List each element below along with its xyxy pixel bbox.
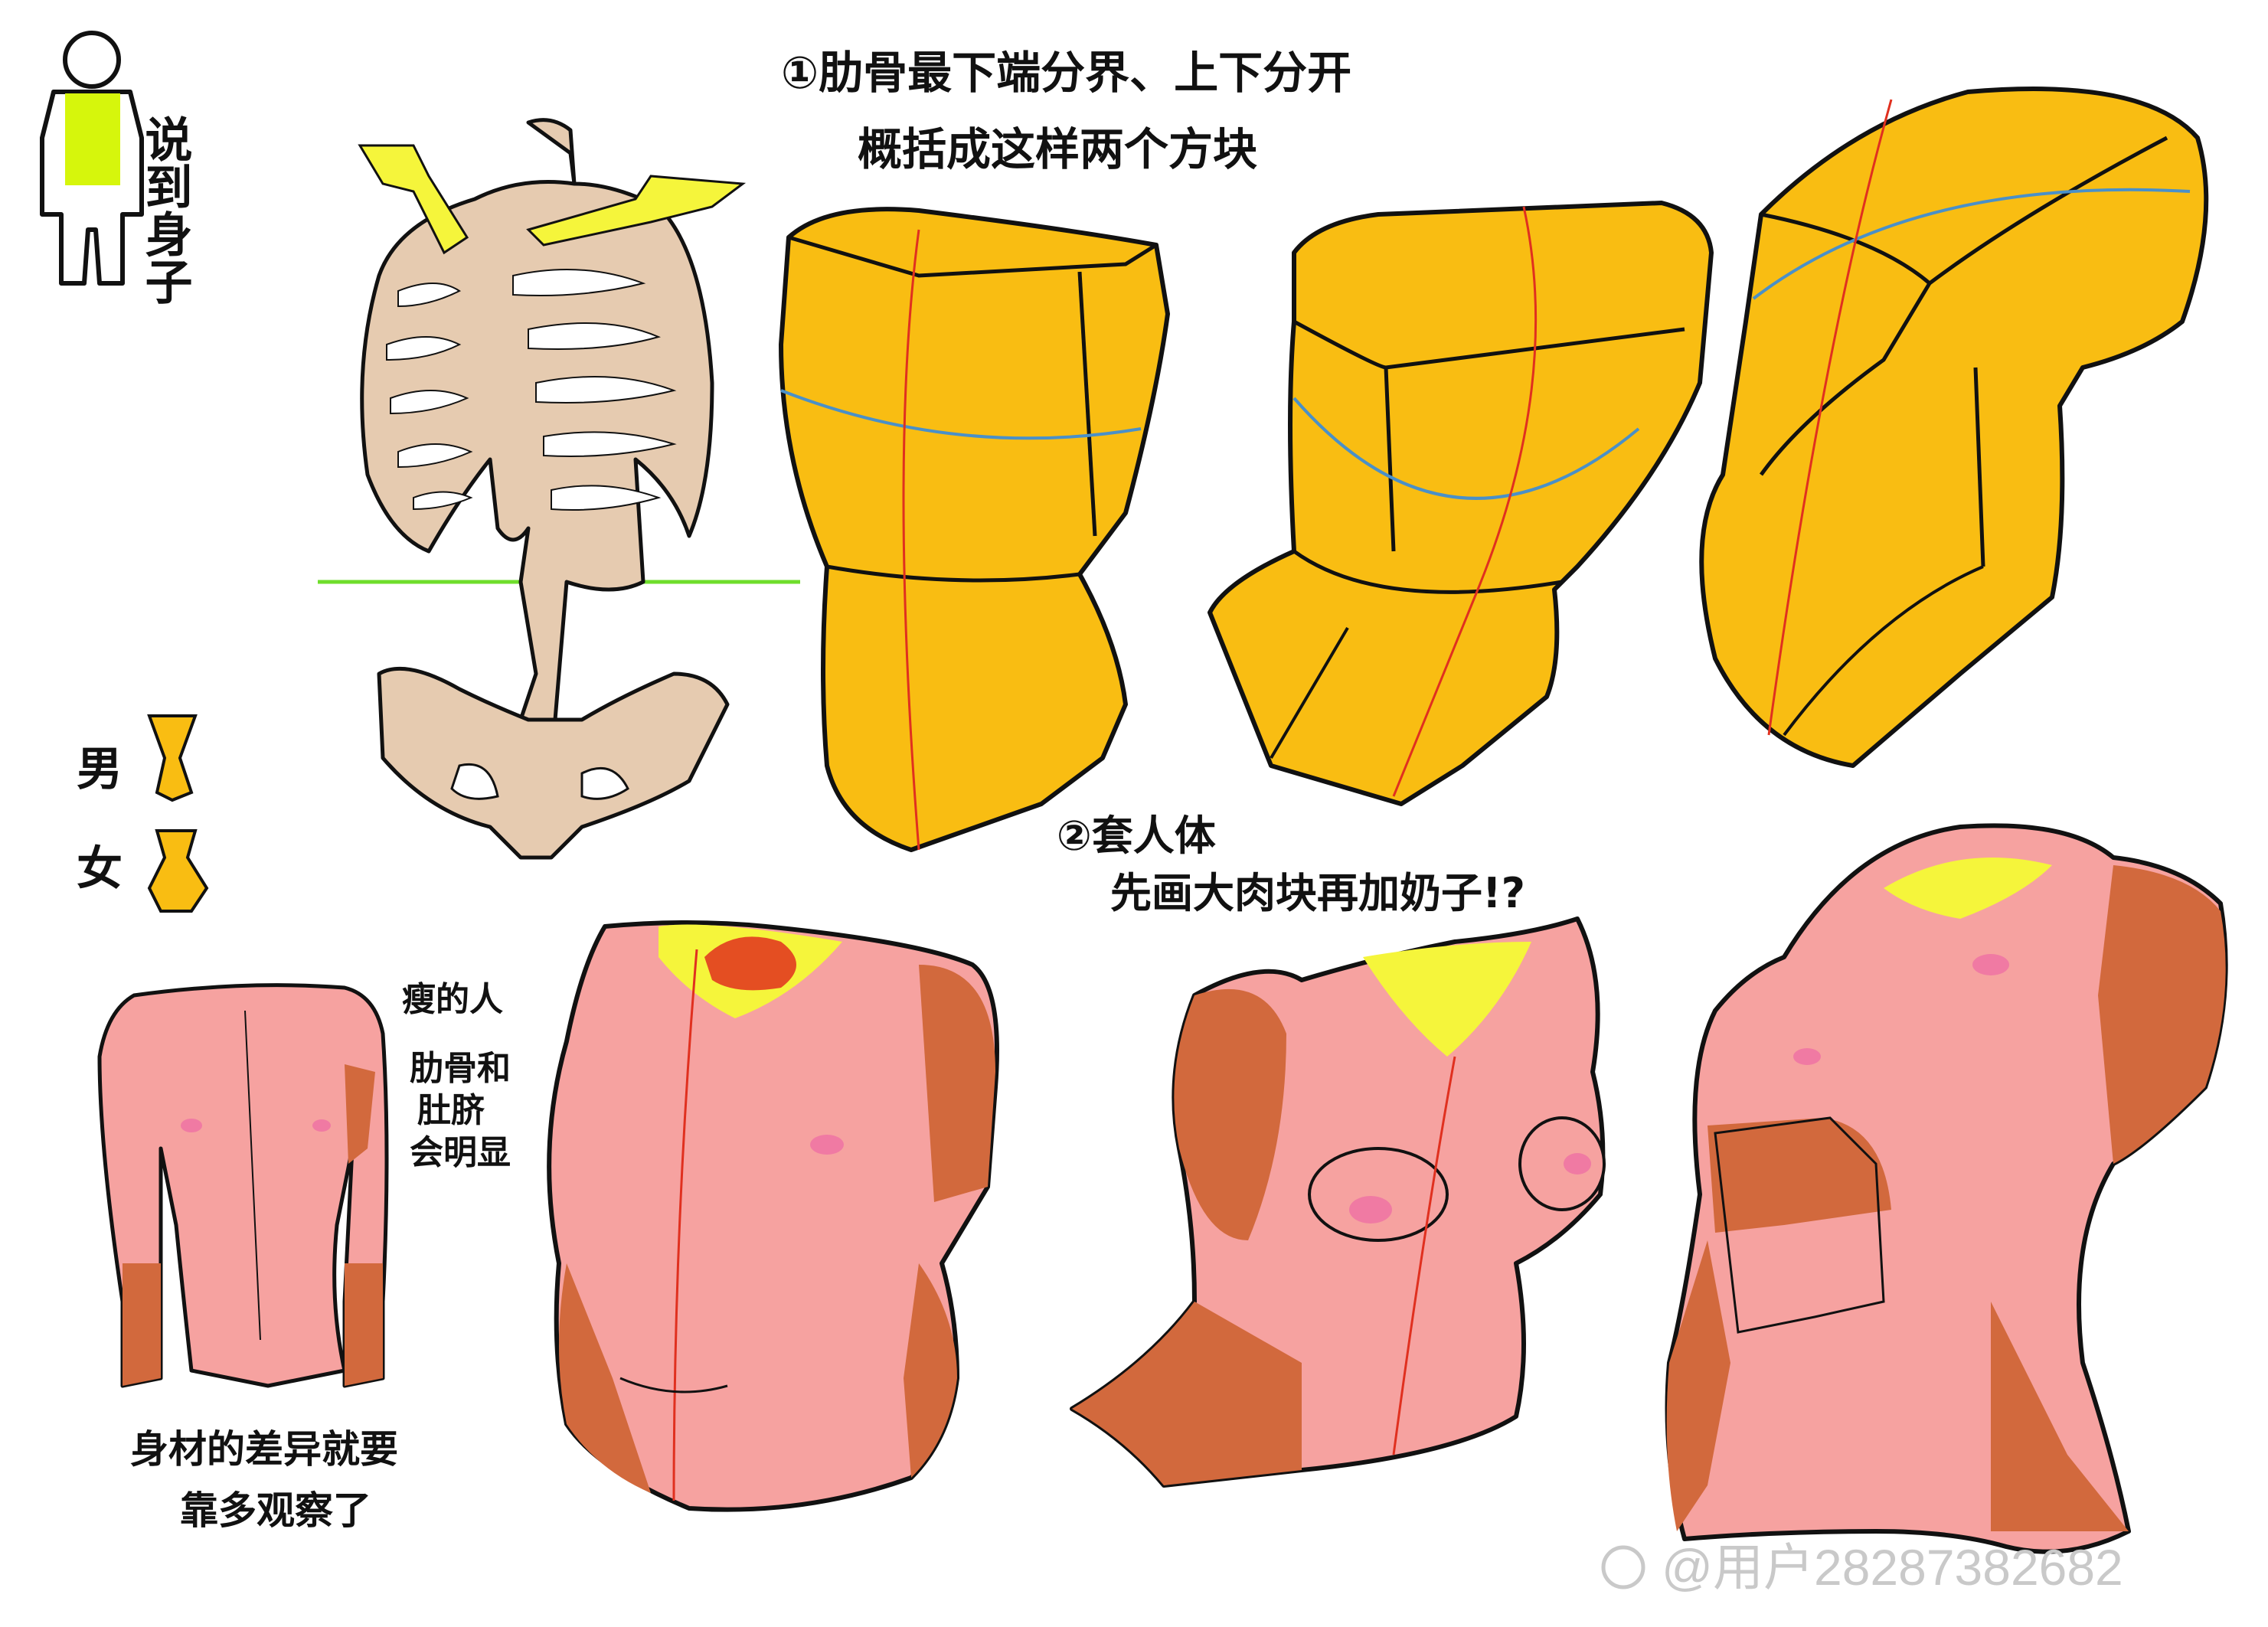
arrow-right-icon xyxy=(526,175,747,247)
torso-block-twisted xyxy=(1699,87,2209,768)
female-torso-icon xyxy=(147,829,209,913)
label-male: 男 xyxy=(77,743,123,796)
bottom-note-1: 身材的差异就要 xyxy=(130,1427,398,1472)
step1-title-line2: 概括成这样两个方块 xyxy=(858,123,1257,175)
watermark: @用户2828738268​2 xyxy=(1601,1539,2123,1596)
ribcage-drawing xyxy=(318,118,800,860)
human-figure-icon xyxy=(40,31,144,286)
watermark-text: @用户2828738268​2 xyxy=(1662,1539,2123,1596)
step2-title-line1: ②套人体 xyxy=(1057,812,1216,860)
bottom-note-2: 靠多观察了 xyxy=(180,1488,371,1533)
thin-torso-drawing xyxy=(97,983,389,1388)
arrow-left-icon xyxy=(358,144,469,255)
torso-highlight xyxy=(65,93,120,185)
torso-front-muscular xyxy=(547,920,999,1512)
torso-block-front xyxy=(779,207,1170,852)
thin-note-3: 肚脐 xyxy=(417,1091,485,1130)
weibo-logo-icon xyxy=(1601,1545,1645,1589)
thin-note-1: 瘦的人 xyxy=(402,980,503,1019)
thin-note-2: 肋骨和 xyxy=(410,1049,511,1088)
torso-block-side xyxy=(1208,201,1714,806)
torso-male-muscular xyxy=(1665,823,2228,1554)
step2-title-line2: 先画大肉块再加奶子!? xyxy=(1110,869,1525,917)
title-torso: 说到身子 xyxy=(137,115,193,305)
step1-title-line1: ①肋骨最下端分界、上下分开 xyxy=(781,47,1351,99)
male-torso-icon xyxy=(147,714,198,802)
male-female-icons: 男 女 xyxy=(77,714,209,913)
label-female: 女 xyxy=(77,842,123,896)
thin-note-4: 会明显 xyxy=(410,1133,511,1172)
torso-female xyxy=(1070,916,1606,1488)
